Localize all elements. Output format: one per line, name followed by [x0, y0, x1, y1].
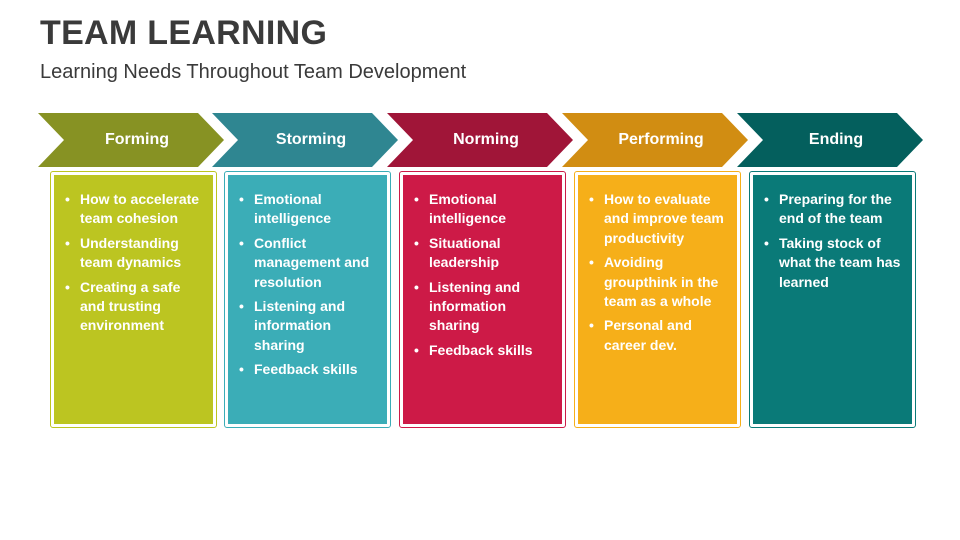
list-item-text: Feedback skills: [254, 361, 358, 378]
bullet-icon: •: [589, 191, 594, 207]
bullet-icon: •: [414, 191, 419, 207]
stage-label: Norming: [453, 131, 519, 148]
card-body: • Preparing for the end of the team • Takin…: [753, 175, 912, 424]
list-item: • Taking stock of what the team has learn…: [759, 234, 904, 292]
list-item-text: Emotional intelligence: [254, 191, 332, 227]
bullet-icon: •: [414, 278, 419, 295]
chevron-performing: Performing: [562, 113, 750, 167]
card-body: • How to evaluate and improve team produc…: [578, 175, 737, 424]
list-item: • Avoiding groupthink in the team as a wh…: [584, 253, 729, 311]
learning-needs-list: • Preparing for the end of the team • Takin…: [759, 190, 904, 292]
bullet-icon: •: [589, 254, 594, 271]
bullet-icon: •: [764, 191, 769, 207]
list-item-text: Avoiding groupthink in the team as a who…: [604, 254, 719, 310]
list-item: • Emotional intelligence: [409, 190, 554, 229]
list-item: • Listening and information sharing: [234, 297, 379, 355]
bullet-icon: •: [239, 234, 244, 251]
list-item: • How to accelerate team cohesion: [60, 190, 205, 229]
list-item: • Emotional intelligence: [234, 190, 379, 229]
list-item: • Understanding team dynamics: [60, 234, 205, 273]
chevron-storming: Storming: [212, 113, 400, 167]
learning-needs-list: • How to accelerate team cohesion • Underst…: [60, 190, 205, 336]
stage-performing: Performing • How to evaluate and improve t…: [562, 113, 750, 428]
bullet-icon: •: [65, 191, 70, 207]
list-item: • Feedback skills: [409, 341, 554, 360]
stage-card: • Emotional intelligence • Situational lead…: [399, 171, 566, 428]
stage-card: • How to accelerate team cohesion • Underst…: [50, 171, 217, 428]
list-item: • Situational leadership: [409, 234, 554, 273]
list-item: • Preparing for the end of the team: [759, 190, 904, 229]
list-item-text: Feedback skills: [429, 341, 533, 358]
bullet-icon: •: [239, 361, 244, 378]
chevron-ending: Ending: [737, 113, 925, 167]
list-item-text: Listening and information sharing: [254, 298, 345, 353]
list-item-text: Conflict management and resolution: [254, 234, 370, 290]
bullet-icon: •: [414, 341, 419, 358]
learning-needs-list: • Emotional intelligence • Situational lead…: [409, 190, 554, 360]
stage-ending: Ending • Preparing for the end of the team…: [737, 113, 925, 428]
bullet-icon: •: [65, 278, 70, 295]
list-item-text: Creating a safe and trusting environment: [80, 278, 181, 334]
list-item-text: Listening and information sharing: [429, 278, 520, 334]
list-item: • Listening and information sharing: [409, 278, 554, 336]
list-item-text: Understanding team dynamics: [80, 234, 182, 271]
bullet-icon: •: [239, 298, 244, 315]
list-item: • Creating a safe and trusting environmen…: [60, 278, 205, 336]
stage-norming: Norming • Emotional intelligence • Situation…: [387, 113, 575, 428]
bullet-icon: •: [65, 234, 70, 251]
stage-forming: Forming•How to accelerate team cohesion•…: [38, 113, 226, 428]
stage-label: Ending: [808, 131, 864, 148]
list-item-text: Preparing for the end of the team: [779, 191, 892, 227]
stage-label: Storming: [275, 131, 347, 148]
list-item-text: Personal and career dev.: [604, 317, 692, 353]
list-item: • How to evaluate and improve team produc…: [584, 190, 729, 248]
stage-label: Forming: [105, 131, 169, 148]
list-item-text: Emotional intelligence: [429, 191, 507, 227]
learning-needs-list: • How to evaluate and improve team produc…: [584, 190, 729, 355]
card-body: • Emotional intelligence • Situational lead…: [403, 175, 562, 424]
bullet-icon: •: [239, 191, 244, 207]
list-item: • Feedback skills: [234, 360, 379, 379]
list-item: • Personal and career dev.: [584, 316, 729, 355]
list-item-text: How to evaluate and improve team product…: [604, 191, 724, 246]
chevron-forming: Forming: [38, 113, 226, 167]
stage-card: • Preparing for the end of the team • Takin…: [749, 171, 916, 428]
bullet-icon: •: [589, 317, 594, 334]
card-body: • Emotional intelligence • Conflict managem…: [228, 175, 387, 424]
list-item-text: How to accelerate team cohesion: [80, 191, 200, 227]
list-item-text: Situational leadership: [429, 234, 501, 271]
stage-card: • How to evaluate and improve team produc…: [574, 171, 741, 428]
stage-storming: Storming • Emotional intelligence • Conflict…: [212, 113, 400, 428]
page-subtitle: Learning Needs Throughout Team Developme…: [40, 61, 467, 83]
bullet-icon: •: [414, 234, 419, 251]
stage-label: Performing: [618, 131, 704, 148]
bullet-icon: •: [764, 234, 769, 251]
list-item-text: Taking stock of what the team has learne…: [779, 234, 901, 290]
list-item: • Conflict management and resolution: [234, 234, 379, 292]
card-body: • How to accelerate team cohesion • Underst…: [54, 175, 213, 424]
page-title: TEAM LEARNING: [40, 14, 328, 52]
learning-needs-list: • Emotional intelligence • Conflict managem…: [234, 190, 379, 380]
chevron-norming: Norming: [387, 113, 575, 167]
stage-card: • Emotional intelligence • Conflict managem…: [224, 171, 391, 428]
